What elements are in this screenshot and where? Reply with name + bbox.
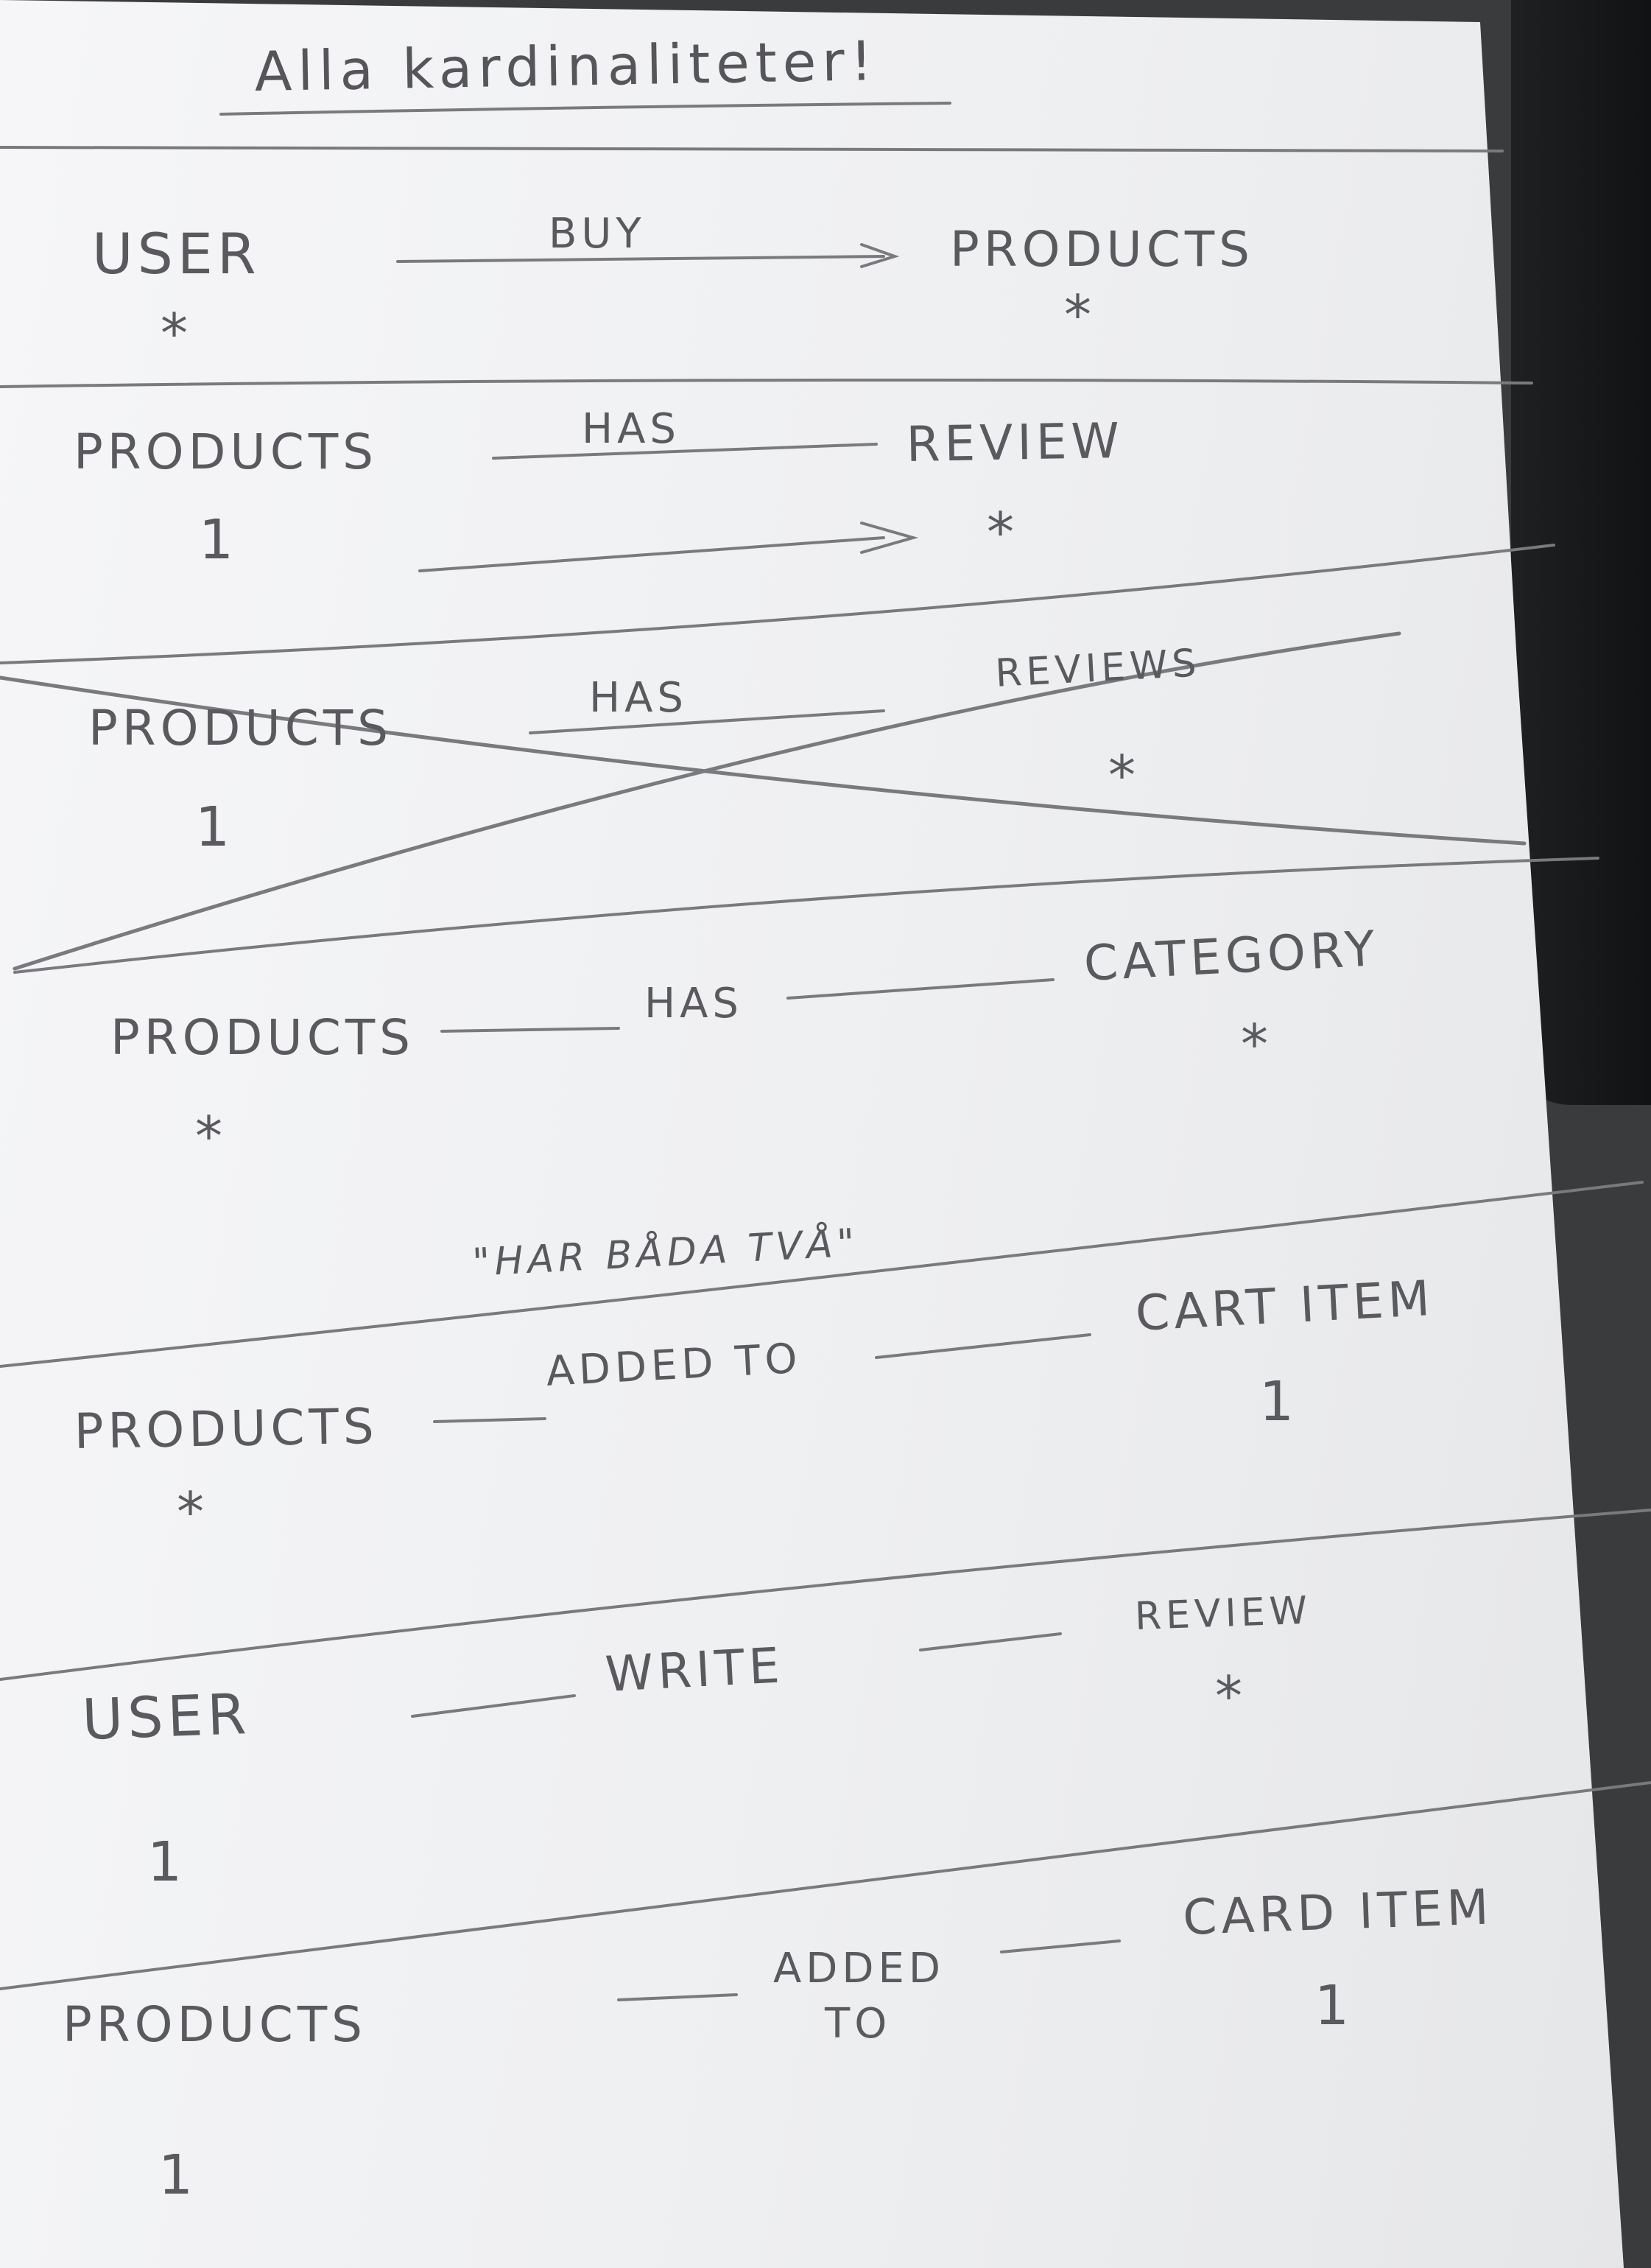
relation-line [1000, 1939, 1121, 1953]
relation-line [786, 978, 1055, 1000]
relationship-label-line-2: TO [825, 2000, 892, 2048]
entity-right: REVIEW [1134, 1588, 1313, 1639]
relation-line [396, 255, 885, 263]
row-divider-1 [0, 146, 1504, 152]
relation-line [418, 536, 885, 572]
relation-line [433, 1417, 546, 1423]
relationship-label: HAS [582, 405, 680, 453]
arrow-head [860, 243, 900, 268]
relationship-label: WRITE [604, 1637, 786, 1703]
arrow-head [860, 522, 919, 554]
relationship-label: HAS [644, 980, 743, 1028]
cardinality-left: * [177, 1481, 204, 1544]
relation-line [875, 1333, 1091, 1359]
entity-left: PRODUCTS [63, 1996, 367, 2053]
entity-right: REVIEW [906, 412, 1124, 473]
cardinality-left: 1 [158, 2144, 194, 2207]
row-divider-3 [0, 544, 1555, 664]
title-underline [219, 102, 951, 116]
dark-strap [1511, 0, 1651, 1105]
cross-out-stroke [13, 631, 1401, 971]
row-divider-2 [0, 379, 1533, 388]
relation-line [617, 1993, 738, 2001]
cardinality-right: 1 [1259, 1370, 1295, 1433]
page-title: Alla kardinaliteter! [254, 29, 879, 104]
cross-out-stroke [0, 675, 1527, 846]
cardinality-left: 1 [199, 508, 234, 572]
cardinality-right: * [1108, 744, 1136, 807]
relation-line [411, 1694, 576, 1718]
row-divider-7 [0, 1781, 1651, 1990]
entity-right: CARD ITEM [1182, 1878, 1494, 1946]
relationship-label-line-1: ADDED [773, 1945, 946, 1993]
entity-left: USER [92, 221, 261, 287]
entity-left: PRODUCTS [74, 1397, 379, 1460]
relationship-label: HAS [589, 674, 688, 722]
relationship-label: BUY [549, 210, 646, 258]
row-divider-4 [13, 857, 1599, 974]
entity-left: PRODUCTS [74, 424, 379, 480]
row-divider-6 [0, 1509, 1651, 1681]
cardinality-left: * [195, 1105, 222, 1168]
entity-right: PRODUCTS [950, 221, 1255, 278]
cardinality-right: * [1064, 284, 1091, 347]
relation-line [529, 709, 885, 734]
entity-left-crossed: PRODUCTS [88, 700, 393, 756]
cardinality-right: * [1241, 1013, 1268, 1076]
cardinality-left: * [161, 302, 188, 365]
cardinality-right: * [987, 501, 1014, 564]
cardinality-right: * [1215, 1665, 1242, 1728]
entity-left: USER [81, 1681, 252, 1752]
cardinality-left: 1 [147, 1830, 183, 1894]
relation-line [492, 443, 878, 460]
row-divider-5 [0, 1181, 1644, 1368]
entity-left: PRODUCTS [110, 1009, 415, 1066]
cardinality-left: 1 [195, 796, 230, 859]
relation-line [440, 1027, 620, 1033]
cardinality-right: 1 [1314, 1974, 1350, 2037]
relation-line [919, 1632, 1062, 1651]
